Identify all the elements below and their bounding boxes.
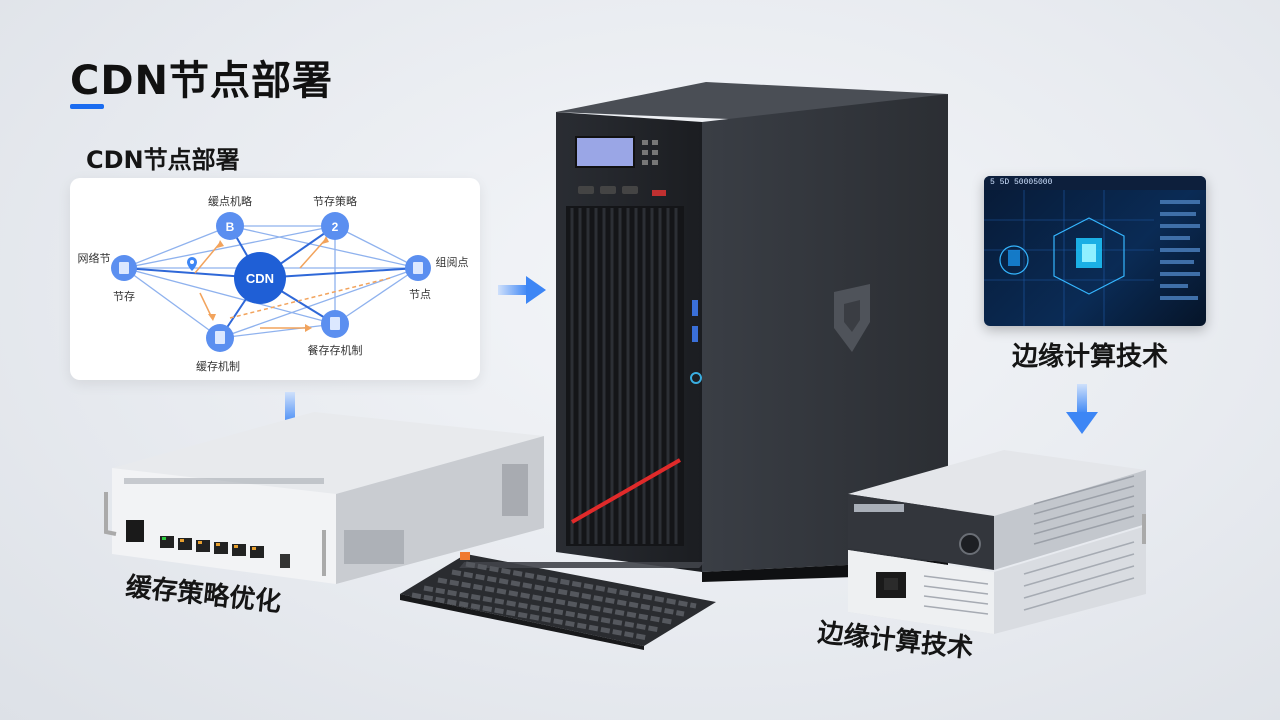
- node-group: 组阅点 节点: [405, 255, 469, 301]
- orange-key[interactable]: [460, 552, 470, 560]
- tower-server: [556, 82, 948, 582]
- tower-bay-buttons[interactable]: [578, 186, 666, 196]
- lower-unit-front: [848, 550, 994, 634]
- usb-port[interactable]: [280, 554, 290, 568]
- power-socket[interactable]: [126, 520, 144, 542]
- node-badge: B: [226, 220, 235, 234]
- flow-arrowheads: [208, 236, 329, 332]
- node-cache-mechanism: 缓存机制: [196, 324, 240, 373]
- keyboard: [400, 552, 716, 650]
- cdn-center-node: [234, 252, 286, 304]
- cdn-topology-diagram: CDN B 缓点机略 2 节存策略 网络节 节存 组阅点 节点 缓存机制: [78, 194, 469, 373]
- tower-lcd-display: [575, 136, 635, 168]
- rack-handle-left[interactable]: [104, 492, 117, 536]
- rack-side: [336, 436, 544, 584]
- lower-vents: [923, 541, 1135, 615]
- upper-vents: [1033, 475, 1135, 545]
- power-button[interactable]: [690, 372, 702, 384]
- tower-usb-ports[interactable]: [692, 300, 698, 342]
- node-label: 缓存机制: [196, 359, 240, 373]
- rack-vent-holes: [124, 478, 324, 484]
- arrow-down-right-icon: [1066, 384, 1098, 434]
- title-accent-bar: [70, 104, 104, 109]
- node-label: 缓点机略: [208, 194, 252, 208]
- node-label: 餐存存机制: [308, 343, 363, 357]
- upper-unit-label: [854, 504, 904, 512]
- node-cache-strategy: B 缓点机略: [208, 194, 252, 240]
- node-label-top: 网络节: [78, 251, 111, 265]
- cdn-topology-card: CDN B 缓点机略 2 节存策略 网络节 节存 组阅点 节点 缓存机制: [70, 178, 480, 380]
- page-title: CDN节点部署: [70, 58, 334, 104]
- tower-vent-grille: [566, 206, 684, 546]
- shield-logo-icon: [834, 284, 870, 352]
- arrow-right-icon: [498, 276, 546, 304]
- location-pin-icon: [187, 257, 197, 271]
- node-badge: 2: [332, 220, 339, 234]
- topology-links: [123, 225, 419, 339]
- edge-device-stack: [848, 450, 1146, 634]
- tower-side-panel: [702, 94, 948, 572]
- diagram-title: CDN节点部署: [86, 146, 240, 174]
- upper-unit-front: [848, 494, 994, 570]
- tower-control-buttons[interactable]: [642, 140, 658, 165]
- edge-computing-monitor: 5 5D 50005000: [984, 176, 1206, 326]
- node-network: 网络节 节存: [78, 251, 137, 303]
- rack-top: [112, 412, 544, 494]
- node-label-bottom: 节点: [409, 288, 431, 301]
- edge-computing-caption-top: 边缘计算技术: [1012, 342, 1169, 372]
- volume-knob[interactable]: [959, 533, 981, 555]
- tower-red-accent: [571, 458, 681, 524]
- node-label-bottom: 节存: [113, 289, 135, 303]
- rack-server-left: [104, 412, 544, 584]
- monitor-dashboard: [984, 190, 1200, 326]
- node-label-top: 组阅点: [436, 255, 469, 269]
- ethernet-ports[interactable]: [160, 536, 264, 558]
- cdn-center-label: CDN: [246, 271, 274, 286]
- monitor-header: 5 5D 50005000: [984, 176, 1206, 190]
- node-storage-mechanism: 餐存存机制: [308, 310, 363, 357]
- keyboard-keys[interactable]: [459, 562, 705, 568]
- node-label: 节存策略: [313, 194, 357, 208]
- flow-arrows: [194, 239, 391, 329]
- node-storage-strategy: 2 节存策略: [313, 194, 357, 240]
